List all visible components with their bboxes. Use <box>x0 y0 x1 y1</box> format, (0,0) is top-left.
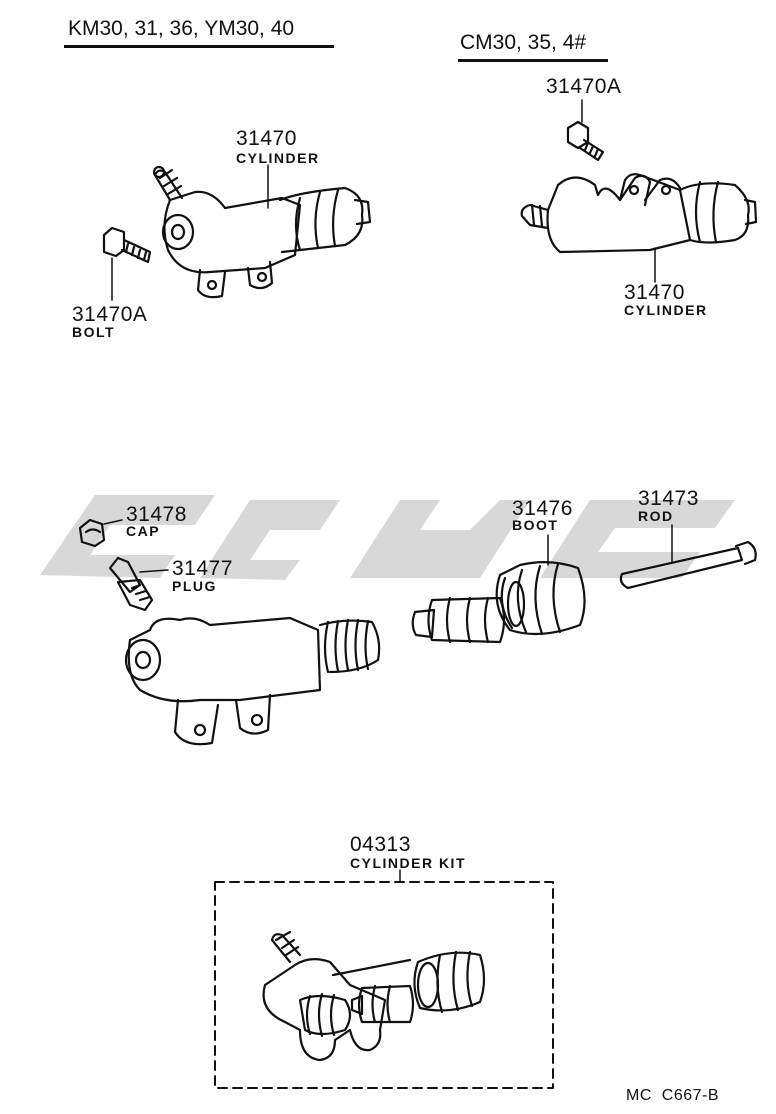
plug-drawing <box>108 556 154 612</box>
part-number-31470-left: 31470 <box>236 127 297 150</box>
part-number-31470a-right: 31470A <box>546 75 622 98</box>
top-right-cylinder-drawing <box>520 173 758 254</box>
part-name-rod: ROD <box>638 508 674 524</box>
diagram-code: MC C667-B <box>626 1087 720 1104</box>
part-number-31476: 31476 <box>512 497 573 520</box>
watermark-logo <box>40 495 735 580</box>
part-name-cylinder-right: CYLINDER <box>624 302 708 318</box>
part-number-31470a-left: 31470A <box>72 303 148 326</box>
model-header-right: CM30, 35, 4# <box>460 31 587 54</box>
part-name-cap: CAP <box>126 523 161 539</box>
leader-line <box>103 519 123 525</box>
top-left-cylinder-drawing <box>152 165 372 299</box>
cylinder-body-drawing <box>124 616 381 746</box>
header-underline <box>64 45 334 48</box>
part-name-boot: BOOT <box>512 517 559 533</box>
top-right-bolt-drawing <box>566 120 605 162</box>
cylinder-kit-box <box>214 881 554 1089</box>
cap-drawing <box>78 518 106 548</box>
leader-line <box>139 569 169 573</box>
top-left-bolt-drawing <box>102 226 152 264</box>
piston-drawing <box>411 596 506 644</box>
header-underline <box>458 59 608 62</box>
part-number-31473: 31473 <box>638 487 699 510</box>
rod-drawing <box>619 540 757 590</box>
part-number-04313: 04313 <box>350 833 411 856</box>
part-name-cylinder-kit: CYLINDER KIT <box>350 855 466 871</box>
part-name-bolt: BOLT <box>72 324 116 340</box>
boot-drawing <box>495 561 586 636</box>
part-number-31478: 31478 <box>126 503 187 526</box>
part-name-cylinder-left: CYLINDER <box>236 150 320 166</box>
model-header-left: KM30, 31, 36, YM30, 40 <box>68 17 295 40</box>
part-name-plug: PLUG <box>172 578 217 594</box>
part-number-31470-right: 31470 <box>624 281 685 304</box>
cylinder-kit-drawing <box>262 930 486 1062</box>
part-number-31477: 31477 <box>172 557 233 580</box>
